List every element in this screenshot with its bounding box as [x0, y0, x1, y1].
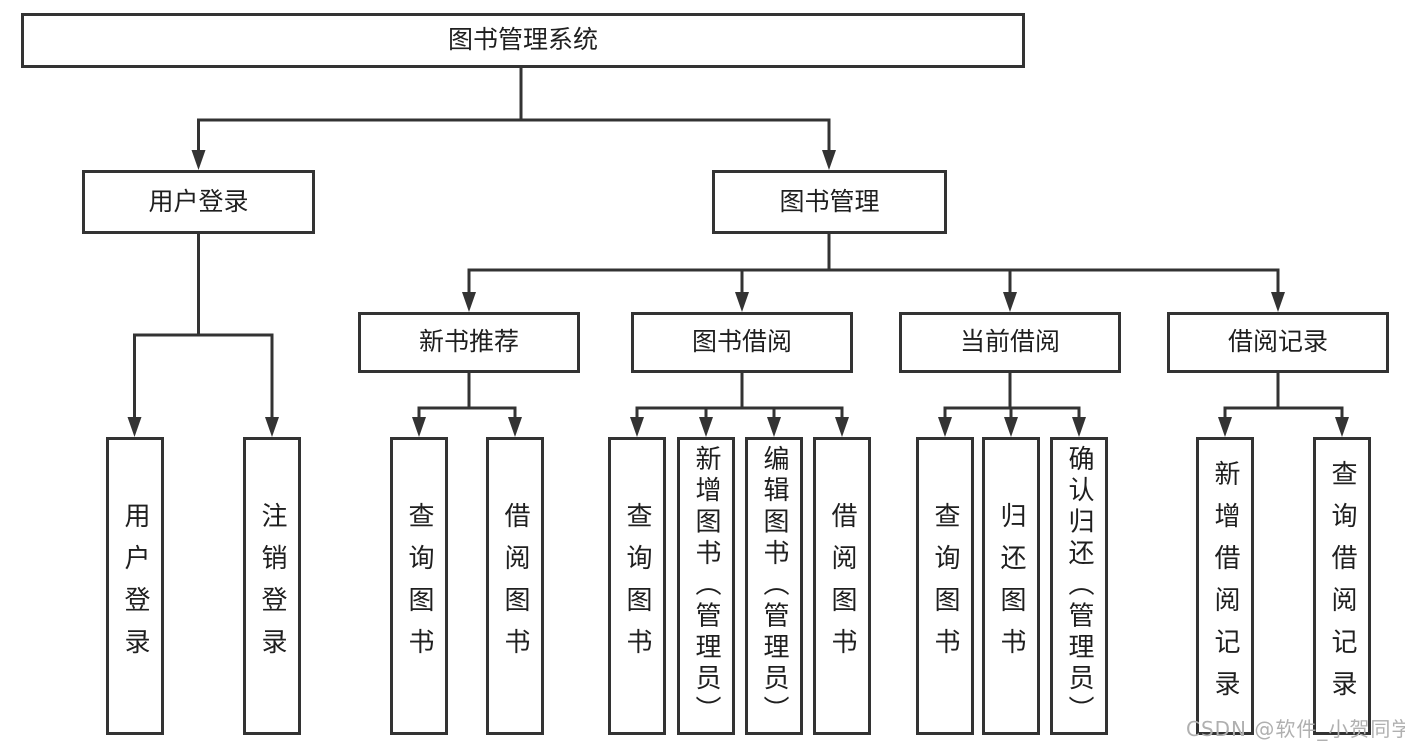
leaf-return-books-label: 归还图书: [997, 502, 1026, 670]
node-current-borrowing-label: 当前借阅: [959, 329, 1060, 356]
leaf-add-borrow-record-label: 新增借阅记录: [1211, 460, 1240, 712]
leaf-add-books-admin-label: 新增图书（管理员）: [692, 445, 721, 727]
leaf-logout-login-label: 注销登录: [258, 502, 287, 670]
leaf-query-books-current: 查询图书: [916, 437, 974, 735]
leaf-confirm-return-admin: 确认归还（管理员）: [1050, 437, 1108, 735]
node-new-book-recommendation-label: 新书推荐: [418, 329, 519, 356]
node-user-login-label: 用户登录: [148, 188, 249, 216]
leaf-query-books-borrowing-label: 查询图书: [623, 502, 652, 670]
leaf-borrow-books-borrowing: 借阅图书: [813, 437, 871, 735]
leaf-user-login: 用户登录: [106, 437, 164, 735]
node-new-book-recommendation: 新书推荐: [358, 312, 580, 373]
leaf-query-borrow-record-label: 查询借阅记录: [1328, 460, 1357, 712]
csdn-watermark: CSDN @软件_小贺同学: [1186, 717, 1405, 741]
node-current-borrowing: 当前借阅: [899, 312, 1121, 373]
node-borrowing-records-label: 借阅记录: [1227, 329, 1328, 356]
node-borrowing-records: 借阅记录: [1167, 312, 1389, 373]
leaf-query-books-recommend-label: 查询图书: [405, 502, 434, 670]
leaf-query-books-current-label: 查询图书: [931, 502, 960, 670]
leaf-borrow-books-borrowing-label: 借阅图书: [828, 502, 857, 670]
node-library-system: 图书管理系统: [21, 13, 1025, 68]
leaf-edit-books-admin-label: 编辑图书（管理员）: [760, 445, 789, 727]
leaf-query-books-recommend: 查询图书: [390, 437, 448, 735]
node-book-borrowing: 图书借阅: [631, 312, 853, 373]
node-library-system-label: 图书管理系统: [447, 27, 598, 54]
node-book-borrowing-label: 图书借阅: [691, 329, 792, 356]
leaf-borrow-books-recommend: 借阅图书: [486, 437, 544, 735]
node-book-management: 图书管理: [712, 170, 947, 234]
leaf-logout-login: 注销登录: [243, 437, 301, 735]
leaf-return-books: 归还图书: [982, 437, 1040, 735]
leaf-add-borrow-record: 新增借阅记录: [1196, 437, 1254, 735]
leaf-add-books-admin: 新增图书（管理员）: [677, 437, 735, 735]
node-book-management-label: 图书管理: [779, 188, 880, 216]
leaf-edit-books-admin: 编辑图书（管理员）: [745, 437, 803, 735]
leaf-query-books-borrowing: 查询图书: [608, 437, 666, 735]
leaf-user-login-label: 用户登录: [121, 502, 150, 670]
leaf-borrow-books-recommend-label: 借阅图书: [501, 502, 530, 670]
leaf-confirm-return-admin-label: 确认归还（管理员）: [1065, 445, 1094, 727]
leaf-query-borrow-record: 查询借阅记录: [1313, 437, 1371, 735]
node-user-login: 用户登录: [82, 170, 315, 234]
